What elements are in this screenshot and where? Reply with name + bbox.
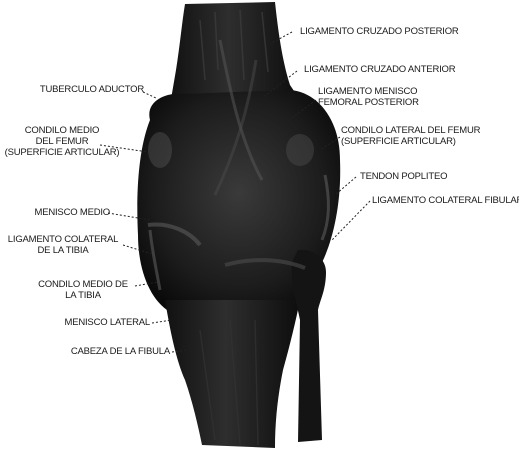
label-tendon-popliteo: TENDON POPLITEO xyxy=(360,171,447,182)
label-menisco-medio: MENISCO MEDIO xyxy=(4,207,110,218)
label-ligamento-colateral-tibia: LIGAMENTO COLATERAL DE LA TIBIA xyxy=(0,234,126,256)
label-ligamento-menisco-femoral: LIGAMENTO MENISCO FEMORAL POSTERIOR xyxy=(318,86,419,108)
label-ligamento-colateral-fibular: LIGAMENTO COLATERAL FIBULAR xyxy=(372,195,519,206)
tibia xyxy=(165,300,300,448)
label-condilo-lateral-femur: CONDILO LATERAL DEL FEMUR (SUPERFICIE AR… xyxy=(341,125,480,147)
label-line: (SUPERFICIE ARTICULAR) xyxy=(341,136,480,147)
label-line: LA TIBIA xyxy=(30,290,136,301)
label-ligamento-cruzado-anterior: LIGAMENTO CRUZADO ANTERIOR xyxy=(304,64,455,75)
label-line: DE LA TIBIA xyxy=(0,245,126,256)
label-line: CONDILO MEDIO DE xyxy=(30,279,136,290)
label-cabeza-perone: CABEZA DE LA FIBULA xyxy=(40,346,170,357)
label-line: LIGAMENTO MENISCO xyxy=(318,86,419,97)
label-tuberculo-aductor: TUBERCULO ADUCTOR xyxy=(28,84,144,95)
label-line: (SUPERFICIE ARTICULAR) xyxy=(2,147,122,158)
fibula xyxy=(292,250,326,442)
lateral-condyle-highlight xyxy=(286,134,314,166)
label-line: DEL FEMUR xyxy=(2,136,122,147)
medial-condyle-highlight xyxy=(148,132,172,168)
femur-shaft xyxy=(170,2,300,105)
label-line: LIGAMENTO COLATERAL xyxy=(0,234,126,245)
label-menisco-lateral: MENISCO LATERAL xyxy=(30,317,150,328)
label-condilo-medio-femur: CONDILO MEDIO DEL FEMUR (SUPERFICIE ARTI… xyxy=(2,125,122,158)
label-line: CONDILO LATERAL DEL FEMUR xyxy=(341,125,480,136)
label-line: CONDILO MEDIO xyxy=(2,125,122,136)
label-line: FEMORAL POSTERIOR xyxy=(318,97,419,108)
label-ligamento-cruzado-posterior: LIGAMENTO CRUZADO POSTERIOR xyxy=(300,26,459,37)
label-condilo-medio-tibia: CONDILO MEDIO DE LA TIBIA xyxy=(30,279,136,301)
leader-tuberculo xyxy=(143,92,156,98)
